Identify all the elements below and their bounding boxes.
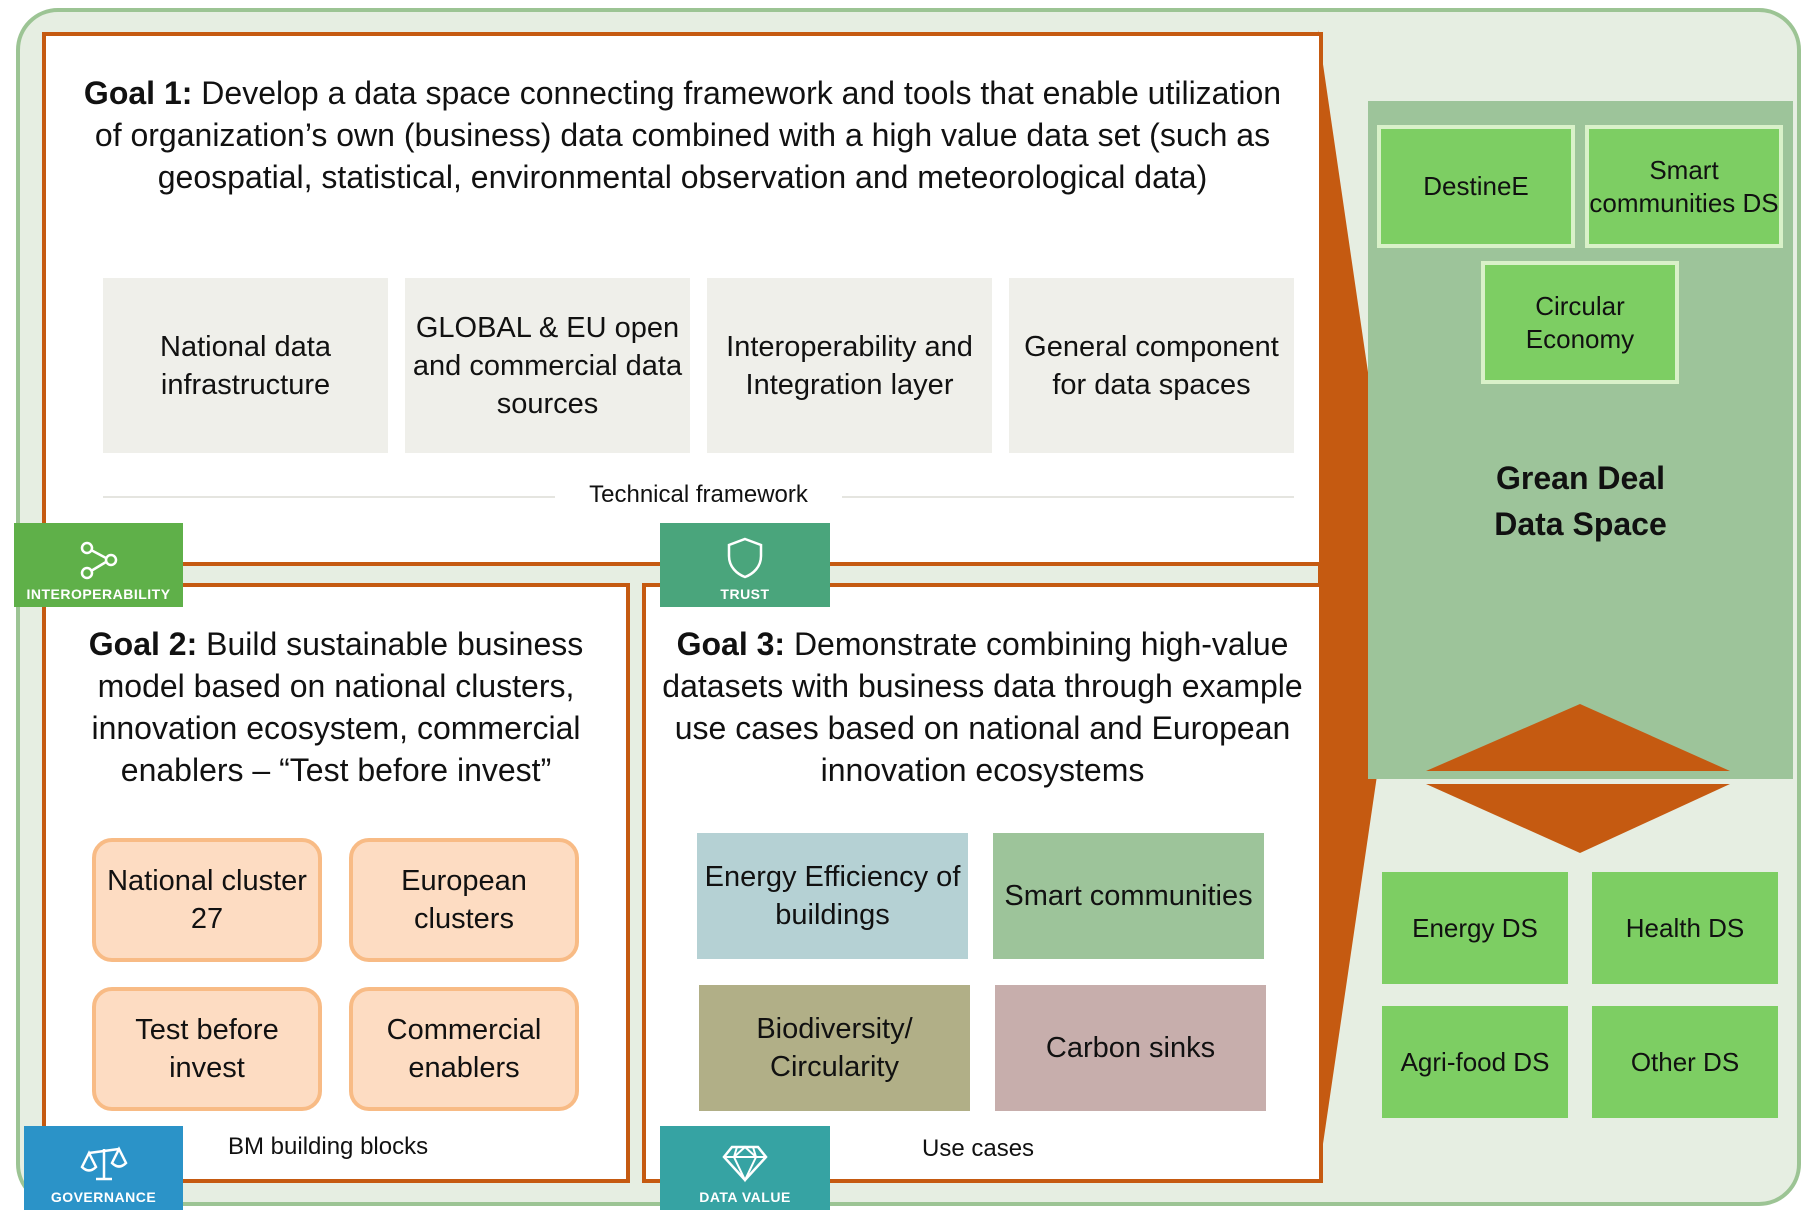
interoperability-badge: INTEROPERABILITY xyxy=(14,523,183,607)
goal1-tile-1: National data infrastructure xyxy=(103,278,388,453)
goal3-tile-2: Smart communities xyxy=(993,833,1264,959)
goal2-text: Goal 2: Build sustainable business model… xyxy=(64,623,608,791)
goal1-tile-3: Interoperability and Integration layer xyxy=(707,278,992,453)
goal1-divider-right xyxy=(842,496,1294,498)
goal2-caption: BM building blocks xyxy=(228,1133,429,1160)
bottom-space-4: Other DS xyxy=(1592,1006,1778,1118)
governance-label: GOVERNANCE xyxy=(50,1189,157,1205)
interoperability-label: INTEROPERABILITY xyxy=(26,586,171,602)
goal3-caption: Use cases xyxy=(922,1135,1035,1162)
goal2-tile-4: Commercial enablers xyxy=(349,987,579,1111)
goal2-tile-1: National cluster 27 xyxy=(92,838,322,962)
goal1-tile-4: General component for data spaces xyxy=(1009,278,1294,453)
shield-icon xyxy=(727,537,763,579)
trust-label: TRUST xyxy=(720,586,770,602)
goal2-tile-2: European clusters xyxy=(349,838,579,962)
data-value-badge: DATA VALUE xyxy=(660,1126,830,1210)
bottom-space-1: Energy DS xyxy=(1382,872,1568,984)
goal3-tile-4: Carbon sinks xyxy=(995,985,1266,1111)
arrow-up xyxy=(1426,704,1730,771)
network-nodes-icon xyxy=(80,541,117,580)
goal1-caption: Technical framework xyxy=(589,481,808,508)
governance-badge: GOVERNANCE xyxy=(24,1126,183,1210)
goal2-label: Goal 2: xyxy=(88,626,198,662)
goal3-tile-1: Energy Efficiency of buildings xyxy=(697,833,968,959)
goal1-description: Develop a data space connecting framewor… xyxy=(94,75,1282,195)
green-deal-title-line1: Grean Deal xyxy=(1496,460,1665,496)
goal2-description: Build sustainable business model based o… xyxy=(91,626,584,788)
goal2-tile-3: Test before invest xyxy=(92,987,322,1111)
goal3-text: Goal 3: Demonstrate combining high-value… xyxy=(662,623,1303,791)
green-deal-title: Grean Deal Data Space xyxy=(1368,455,1793,547)
goal3-description: Demonstrate combining high-value dataset… xyxy=(662,626,1303,788)
arrow-down xyxy=(1426,784,1730,853)
goal1-tile-2: GLOBAL & EU open and commercial data sou… xyxy=(405,278,690,453)
diamond-icon xyxy=(722,1145,768,1183)
goal1-label: Goal 1: xyxy=(83,75,193,111)
green-deal-title-line2: Data Space xyxy=(1494,506,1667,542)
bottom-space-3: Agri-food DS xyxy=(1382,1006,1568,1118)
data-value-label: DATA VALUE xyxy=(699,1189,791,1205)
goal3-tile-3: Biodiversity/ Circularity xyxy=(699,985,970,1111)
goal1-divider-left xyxy=(103,496,555,498)
goal1-text: Goal 1: Develop a data space connecting … xyxy=(80,72,1285,198)
top-space-2: Smart communities DS xyxy=(1585,125,1783,248)
top-space-3: Circular Economy xyxy=(1481,261,1679,384)
bottom-space-2: Health DS xyxy=(1592,872,1778,984)
main-arrow xyxy=(1318,30,1402,1178)
trust-badge: TRUST xyxy=(660,523,830,607)
top-space-1: DestineE xyxy=(1377,125,1575,248)
goal3-label: Goal 3: xyxy=(676,626,786,662)
scales-icon xyxy=(79,1146,128,1181)
